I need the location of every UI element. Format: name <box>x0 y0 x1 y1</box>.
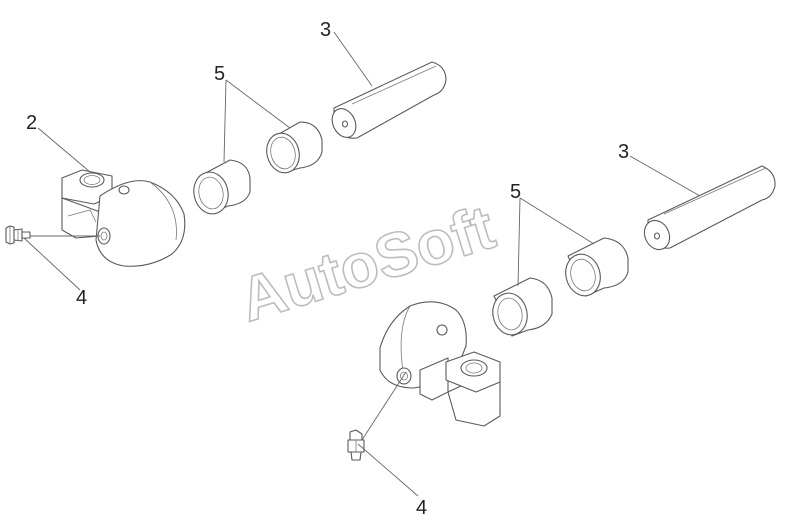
callout-2: 2 <box>26 112 37 134</box>
grease-fitting-upper <box>5 225 31 245</box>
housing-lower <box>379 301 501 427</box>
bushing-lower-right <box>565 237 629 297</box>
pin-lower <box>643 165 776 251</box>
watermark-text: AutoSoft <box>232 193 502 335</box>
callout-5-upper: 5 <box>214 63 225 85</box>
callout-4-upper: 4 <box>76 287 87 309</box>
callout-3-upper: 3 <box>320 19 331 41</box>
housing-upper <box>61 169 186 267</box>
bushing-lower-left <box>492 277 553 337</box>
leader-lines <box>23 31 701 497</box>
bushing-upper-right <box>266 121 323 174</box>
callout-4-lower: 4 <box>416 497 427 519</box>
bushing-upper-left <box>193 159 251 215</box>
callout-5-lower: 5 <box>510 181 521 203</box>
grease-fitting-lower <box>347 429 365 461</box>
pin-upper <box>331 61 447 139</box>
callout-3-lower: 3 <box>618 141 629 163</box>
